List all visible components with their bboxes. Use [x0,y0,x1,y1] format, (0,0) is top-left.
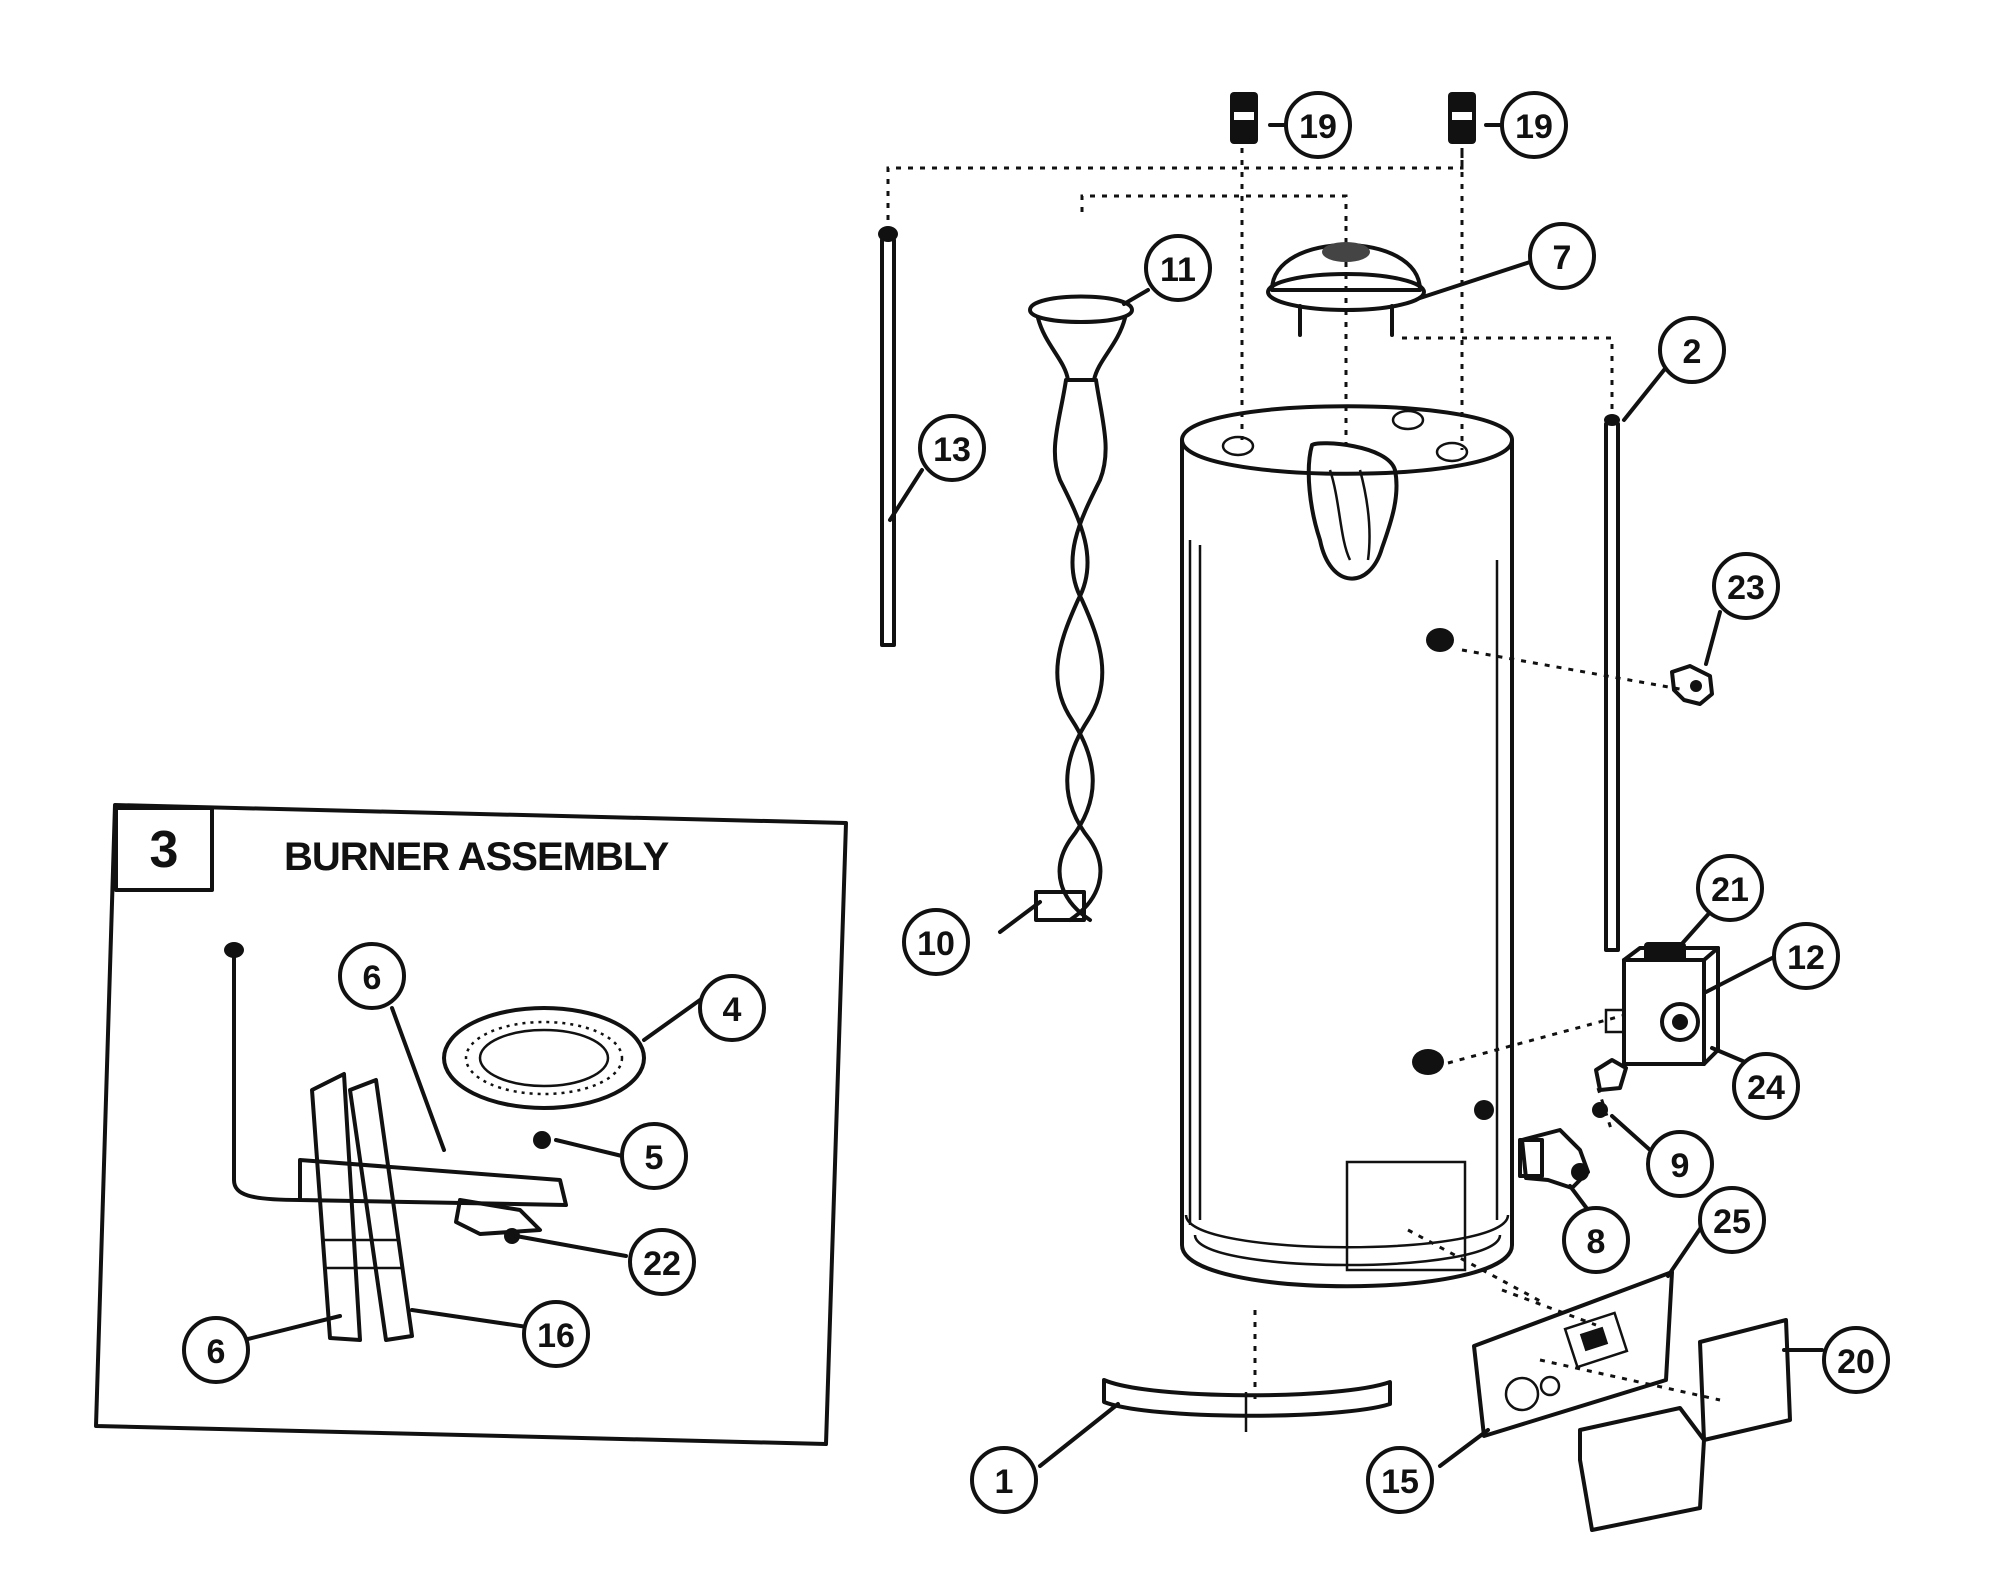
callout-19a: 19 [1284,91,1352,159]
dip-tube [878,226,898,647]
callout-19b: 19 [1500,91,1568,159]
burner-assembly-inset: 3 BURNER ASSEMBLY [94,803,848,1446]
svg-text:10: 10 [917,925,955,963]
svg-text:9: 9 [1671,1147,1690,1185]
callout-25: 25 [1698,1186,1766,1254]
callout-13: 13 [918,414,986,482]
inset-number: 3 [150,821,179,879]
drain-valve-group [1518,1058,1628,1190]
svg-text:19: 19 [1299,108,1337,146]
tank-body [1180,404,1514,1289]
callout-12: 12 [1772,922,1840,990]
gas-control-valve [1604,942,1720,1066]
callout-10: 10 [902,908,970,976]
callout-2: 2 [1658,316,1726,384]
leader-lines [242,123,1824,1468]
outer-door [1472,1270,1674,1438]
relief-valve [1670,664,1714,706]
svg-text:12: 12 [1787,939,1825,977]
svg-text:8: 8 [1587,1223,1606,1261]
svg-text:2: 2 [1683,333,1702,371]
callout-6a: 6 [338,942,406,1010]
svg-text:19: 19 [1515,108,1553,146]
anode-rod [1604,414,1620,952]
inset-title: BURNER ASSEMBLY [284,835,670,879]
svg-text:6: 6 [363,959,382,997]
callout-5: 5 [620,1122,688,1190]
svg-text:21: 21 [1711,871,1749,909]
svg-text:11: 11 [1160,251,1196,289]
callout-6b: 6 [182,1316,250,1384]
svg-text:22: 22 [643,1245,681,1283]
svg-text:24: 24 [1747,1069,1785,1107]
draft-hood [1266,242,1426,337]
inner-door [1578,1318,1792,1532]
svg-text:20: 20 [1837,1343,1875,1381]
callout-24: 24 [1732,1052,1800,1120]
nipple-left [1230,92,1258,144]
svg-text:4: 4 [723,991,742,1029]
callout-16: 16 [522,1300,590,1368]
callout-1: 1 [970,1446,1038,1514]
svg-text:13: 13 [933,431,971,469]
callout-11: 11 [1144,234,1212,302]
svg-text:15: 15 [1381,1463,1419,1501]
callout-8: 8 [1562,1206,1630,1274]
callout-7: 7 [1528,222,1596,290]
callout-9: 9 [1646,1130,1714,1198]
callout-4: 4 [698,974,766,1042]
nipple-right [1448,92,1476,144]
svg-text:1: 1 [995,1463,1014,1501]
svg-text:16: 16 [537,1317,575,1355]
base-ring [1102,1378,1392,1432]
callout-15: 15 [1366,1446,1434,1514]
callout-20: 20 [1822,1326,1890,1394]
svg-text:5: 5 [645,1139,664,1177]
svg-text:7: 7 [1553,239,1572,277]
callout-23: 23 [1712,552,1780,620]
callout-21: 21 [1696,854,1764,922]
svg-text:6: 6 [207,1333,226,1371]
svg-text:25: 25 [1713,1203,1751,1241]
flue-baffle [1028,294,1134,922]
svg-text:23: 23 [1727,569,1765,607]
callout-22: 22 [628,1228,696,1296]
